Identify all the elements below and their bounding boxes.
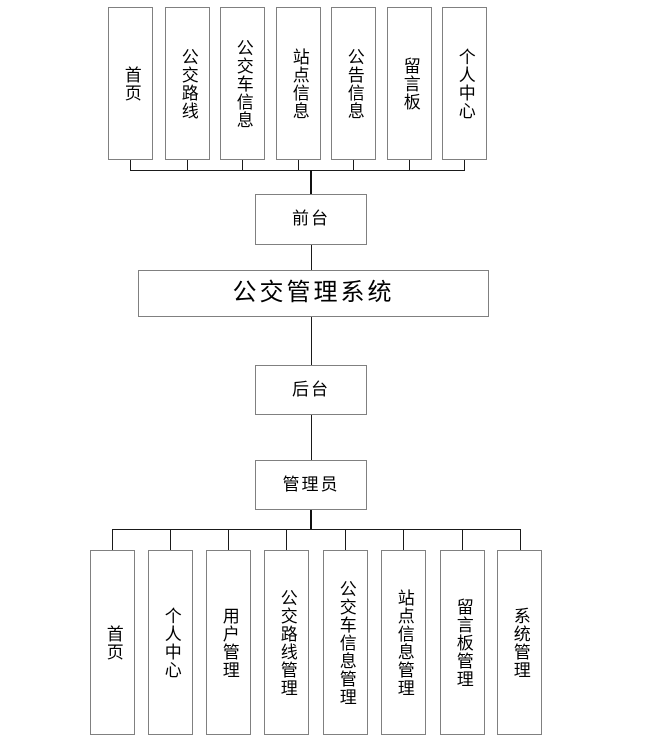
connector-backend-drop-3 xyxy=(228,529,229,550)
connector-admin-to-bus xyxy=(310,510,312,529)
connector-frontend-drop-5 xyxy=(353,160,354,170)
admin-role-box: 管理员 xyxy=(255,460,367,510)
frontend-node-6: 留言板 xyxy=(387,7,432,160)
connector-stage-to-root xyxy=(311,245,312,270)
backend-node-5: 公交车信息管理 xyxy=(323,550,368,735)
connector-frontend-to-stage xyxy=(310,170,312,194)
connector-backend-drop-4 xyxy=(286,529,287,550)
connector-backend-drop-7 xyxy=(462,529,463,550)
root-system-box: 公交管理系统 xyxy=(138,270,489,317)
frontend-node-7: 个人中心 xyxy=(442,7,487,160)
connector-frontend-bus xyxy=(130,170,465,171)
backend-node-1: 首页 xyxy=(90,550,135,735)
backend-node-2: 个人中心 xyxy=(148,550,193,735)
backend-node-6: 站点信息管理 xyxy=(381,550,426,735)
backend-stage-box: 后台 xyxy=(255,365,367,415)
connector-backend-to-admin xyxy=(311,415,312,460)
connector-backend-drop-6 xyxy=(403,529,404,550)
connector-frontend-drop-6 xyxy=(409,160,410,170)
connector-backend-bus xyxy=(112,529,521,530)
backend-node-3: 用户管理 xyxy=(206,550,251,735)
frontend-node-4: 站点信息 xyxy=(276,7,321,160)
connector-backend-drop-1 xyxy=(112,529,113,550)
frontend-node-3: 公交车信息 xyxy=(220,7,265,160)
connector-frontend-drop-2 xyxy=(187,160,188,170)
frontend-stage-box: 前台 xyxy=(255,194,367,245)
connector-frontend-drop-3 xyxy=(242,160,243,170)
connector-frontend-drop-7 xyxy=(464,160,465,170)
connector-frontend-drop-1 xyxy=(130,160,131,170)
frontend-node-2: 公交路线 xyxy=(165,7,210,160)
connector-backend-drop-2 xyxy=(170,529,171,550)
backend-node-4: 公交路线管理 xyxy=(264,550,309,735)
backend-node-7: 留言板管理 xyxy=(440,550,485,735)
frontend-node-1: 首页 xyxy=(108,7,153,160)
connector-frontend-drop-4 xyxy=(298,160,299,170)
connector-backend-drop-5 xyxy=(345,529,346,550)
connector-root-to-backend xyxy=(311,317,312,365)
backend-node-8: 系统管理 xyxy=(497,550,542,735)
connector-backend-drop-8 xyxy=(520,529,521,550)
frontend-node-5: 公告信息 xyxy=(331,7,376,160)
